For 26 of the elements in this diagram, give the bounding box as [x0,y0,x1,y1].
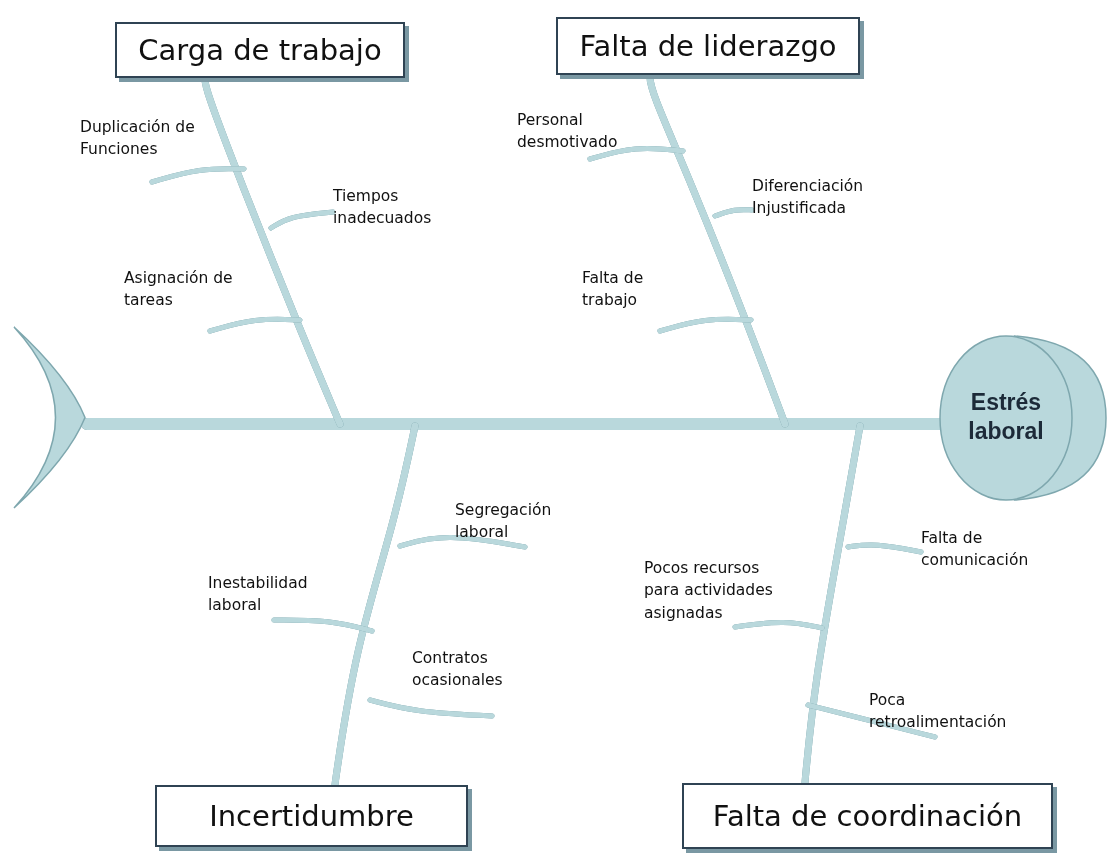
cause-label: Falta de trabajo [582,267,672,331]
cause-label: Poca retroalimentación [869,689,1029,737]
bone-line [271,617,375,634]
bone-line [732,620,825,631]
cause-label: Contratos ocasionales [412,647,537,716]
bone-line [207,316,303,334]
cause-label: Falta de comunicación [921,527,1061,575]
bone-line [657,316,754,334]
bone-line [805,702,938,740]
cause-label: Duplicación de Funciones [80,116,220,182]
fish-tail-drawing [12,325,87,510]
bone-line [587,146,686,162]
cause-label: Tiempos inadecuados [333,185,458,233]
cause-label: Personal desmotivado [517,109,637,159]
cause-label: Inestabilidad laboral [208,572,348,620]
cause-label: Asignación de tareas [124,267,264,331]
bone-line [268,209,336,231]
bone-line [367,697,495,719]
effect-label: Estrés laboral [967,388,1045,446]
cause-label: Diferenciación Injustificada [752,175,902,223]
bone-line [149,166,247,185]
cause-label: Segregación laboral [455,499,585,547]
cause-label: Pocos recursos para actividades asignadas [644,557,794,627]
bone-line [397,535,528,550]
bone-line [712,207,755,219]
bone-line [845,542,924,555]
